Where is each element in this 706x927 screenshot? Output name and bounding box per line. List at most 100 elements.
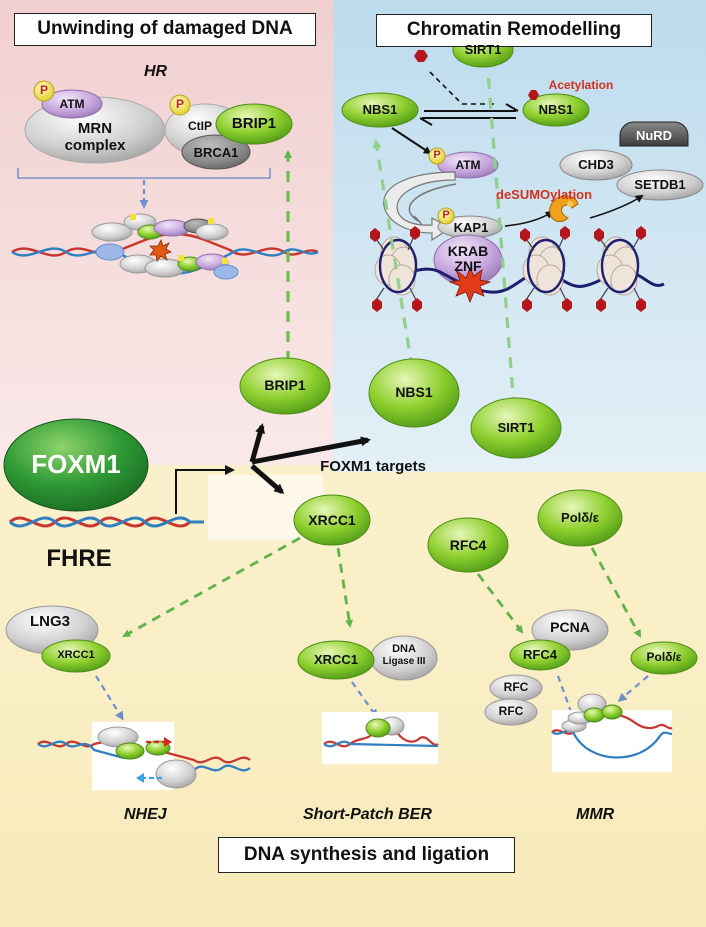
- nbs1-to-chromatin-arrow: [372, 139, 414, 369]
- chromatin-phospho-kap1: [437, 207, 455, 225]
- mmr-pol-protein: [630, 641, 698, 675]
- kap1-to-sumo-arrow: [504, 210, 554, 227]
- znf-label: ZNF: [454, 258, 482, 274]
- sirt1-to-chromatin-arrow: [486, 71, 516, 409]
- center-nbs1-protein: [368, 358, 460, 428]
- targets-to-xrcc1-arrow: [250, 464, 285, 494]
- pathway-label-sp-ber: Short-Patch BER: [303, 806, 432, 823]
- nbs1-left-label: NBS1: [362, 102, 398, 117]
- center-sirt1-label: SIRT1: [497, 420, 535, 435]
- setdb1-protein: [616, 169, 704, 201]
- center-rfc4-label: RFC4: [449, 537, 487, 553]
- nbs1-right-label: NBS1: [538, 102, 574, 117]
- hr-dna-repair-illustration: [11, 213, 319, 280]
- foxm1-to-targets-arrow: [175, 465, 235, 514]
- pathway-label-nhej: NHEJ: [124, 806, 167, 823]
- brca1-protein: [181, 134, 251, 170]
- targets-to-brip1-arrow: [249, 423, 265, 463]
- pcna-protein: [531, 609, 609, 651]
- center-brip1-label: BRIP1: [264, 377, 306, 393]
- ber-blue-arrow: [351, 681, 378, 719]
- mrn-complex-label-1: MRN: [77, 120, 113, 137]
- equilibrium-arrow-forward-head: [505, 103, 519, 112]
- mmr-rfc4-label: RFC4: [523, 647, 557, 662]
- chd3-protein: [559, 149, 633, 181]
- chd3-label: CHD3: [578, 157, 614, 172]
- brca1-label: BRCA1: [193, 145, 239, 160]
- to-chd3-arrow: [589, 194, 644, 219]
- foxm1-targets-label: FOXM1 targets: [320, 458, 426, 475]
- hr-phospho-atm: [33, 80, 55, 102]
- pol-to-mmr-arrow: [590, 547, 642, 638]
- hr-brip1-protein: [215, 103, 293, 145]
- mmr-blue-arrow-left: [556, 675, 577, 723]
- ber-dna-illustration: [322, 712, 439, 764]
- hr-bracket: [17, 168, 271, 179]
- section-title-unwinding: Unwinding of damaged DNA: [14, 13, 316, 46]
- foxm1-protein: [3, 418, 149, 512]
- atm-curved-arrow-body: [383, 171, 456, 242]
- rfc-b-label: RFC: [498, 704, 524, 718]
- desumoylation-label: deSUMOylation: [496, 187, 593, 202]
- nbs1-right-protein: [522, 93, 590, 127]
- ligase-label-1: DNA: [392, 643, 416, 655]
- center-sirt1-protein: [470, 397, 562, 459]
- hr-phospho-ctip: [169, 94, 191, 116]
- xrcc1-to-ber-arrow: [336, 547, 354, 628]
- ligase-label-2: Ligase III: [382, 656, 426, 667]
- fhre-dna: [8, 516, 204, 528]
- nbs1-left-protein: [341, 92, 419, 128]
- chromatin-phospho-kap1-label: P: [442, 209, 450, 221]
- kap1-label: KAP1: [453, 220, 489, 235]
- rfc-a-label: RFC: [503, 680, 529, 694]
- chromatin-phospho-atm-label: P: [433, 149, 441, 161]
- mmr-pol-label: Polδ/ε: [646, 650, 682, 664]
- acetylation-label: Acetylation: [548, 78, 614, 92]
- ctip-label: CtIP: [188, 119, 212, 133]
- rfc-b-protein: [484, 698, 538, 726]
- nhej-xrcc1-protein: [41, 639, 111, 673]
- rfc4-to-mmr-arrow: [476, 573, 524, 634]
- chromatin-acetyl-hexagon-top: [414, 50, 428, 62]
- nhej-xrcc1-label: XRCC1: [57, 649, 95, 661]
- sirt1-top-label: SIRT1: [464, 42, 502, 57]
- pathway-label-mmr: MMR: [576, 806, 615, 823]
- targets-to-sirt1-arrow: [251, 436, 371, 465]
- center-brip1-protein: [239, 357, 331, 415]
- center-pol-label: Polδ/ε: [561, 510, 599, 525]
- foxm1-label: FOXM1: [31, 449, 121, 479]
- krab-label: KRAB: [447, 243, 489, 259]
- sumo-protease-icon: [549, 195, 579, 222]
- center-xrcc1-protein: [293, 494, 371, 546]
- hr-phospho-atm-label: P: [39, 83, 48, 97]
- center-xrcc1-label: XRCC1: [308, 512, 356, 528]
- hr-phospho-ctip-label: P: [175, 97, 184, 111]
- lng3-label: LNG3: [29, 613, 70, 630]
- sirt1-deacetylation-dashed: [429, 71, 463, 105]
- center-pol-protein: [537, 489, 623, 547]
- center-rfc4-protein: [427, 517, 509, 573]
- fhre-label: FHRE: [46, 545, 112, 572]
- nbs1-to-atm-arrow: [391, 127, 432, 155]
- chromatin-fibre: [370, 226, 665, 312]
- nhej-dna-illustration: [37, 722, 251, 790]
- nhej-blue-arrow: [95, 675, 124, 721]
- chromatin-atm-label: ATM: [455, 158, 481, 172]
- acetyl-hexagon-right: [528, 90, 539, 100]
- mmr-rfc4-protein: [509, 639, 571, 671]
- hr-brip1-label: BRIP1: [231, 115, 277, 132]
- hr-atm-protein: [41, 89, 103, 119]
- nurd-label: NuRD: [635, 128, 673, 143]
- center-nbs1-label: NBS1: [395, 384, 433, 400]
- chromatin-phospho-atm: [428, 147, 446, 165]
- pathway-label-hr: HR: [144, 63, 168, 80]
- section-title-synthesis: DNA synthesis and ligation: [218, 837, 515, 873]
- ber-xrcc1-protein: [297, 640, 375, 680]
- hr-atm-label: ATM: [59, 97, 85, 111]
- equilibrium-arrow-back-head: [419, 117, 433, 126]
- section-title-chromatin: Chromatin Remodelling: [376, 14, 652, 47]
- setdb1-label: SETDB1: [634, 177, 686, 192]
- xrcc1-to-nhej-arrow: [122, 536, 301, 638]
